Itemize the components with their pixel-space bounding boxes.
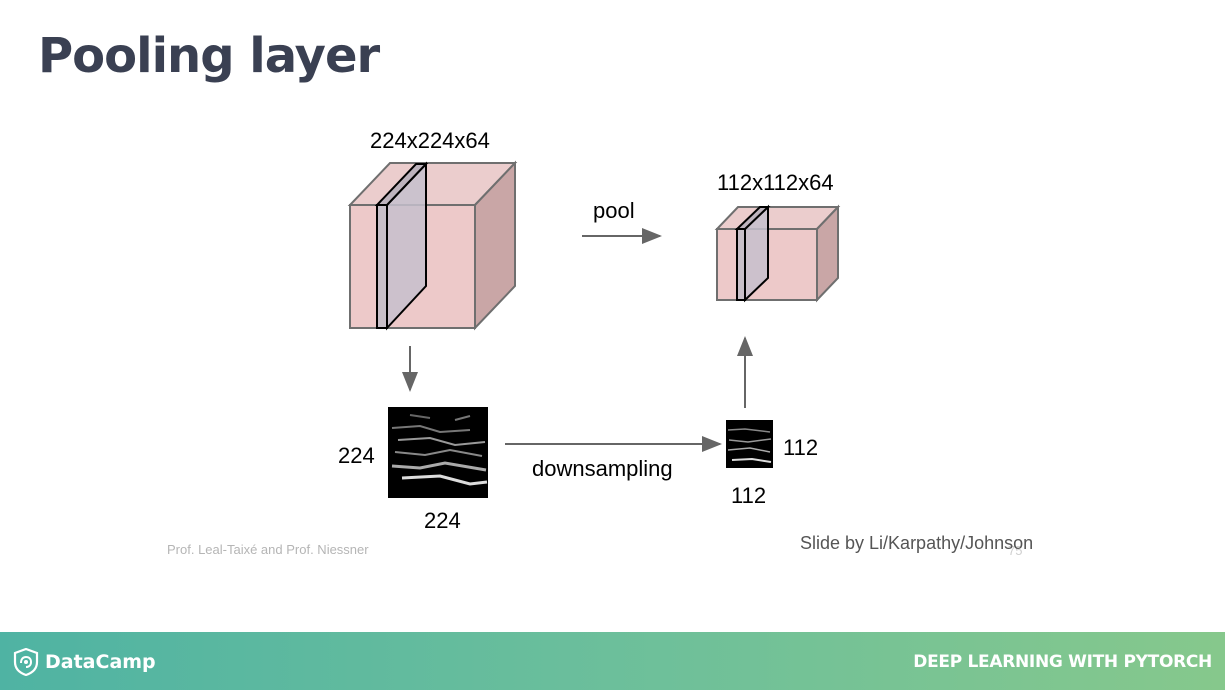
- input-volume-label: 224x224x64: [370, 128, 490, 153]
- slide-number: 75: [1008, 543, 1023, 558]
- output-depth-slice-top: [734, 206, 771, 230]
- output-feature-map: [726, 420, 773, 468]
- input-volume: [347, 160, 518, 331]
- output-width-label: 112: [731, 483, 766, 508]
- downsampling-label: downsampling: [532, 456, 673, 481]
- credit-professors: Prof. Leal-Taixé and Prof. Niessner: [167, 542, 369, 557]
- input-width-label: 224: [424, 508, 461, 533]
- input-height-label: 224: [338, 443, 375, 468]
- datacamp-logo: DataCamp: [13, 647, 156, 677]
- credit-slide-source: Slide by Li/Karpathy/Johnson: [800, 533, 1034, 553]
- output-volume: [714, 204, 841, 303]
- pooling-diagram: 224x224x64 pool 112x112x64 224 224 downs…: [338, 128, 841, 533]
- datacamp-shield-icon: [13, 648, 39, 676]
- brand-name: DataCamp: [45, 651, 156, 673]
- slide-title: Pooling layer: [38, 28, 380, 84]
- output-depth-slice: [736, 228, 746, 301]
- input-depth-slice: [376, 204, 388, 329]
- course-title: DEEP LEARNING WITH PYTORCH: [913, 652, 1212, 672]
- footer-bar: DataCamp DEEP LEARNING WITH PYTORCH: [0, 632, 1225, 690]
- pool-label: pool: [593, 198, 635, 223]
- output-volume-label: 112x112x64: [717, 170, 834, 195]
- input-depth-slice-top: [374, 163, 429, 206]
- output-height-label: 112: [783, 435, 818, 460]
- input-feature-map: [388, 407, 488, 498]
